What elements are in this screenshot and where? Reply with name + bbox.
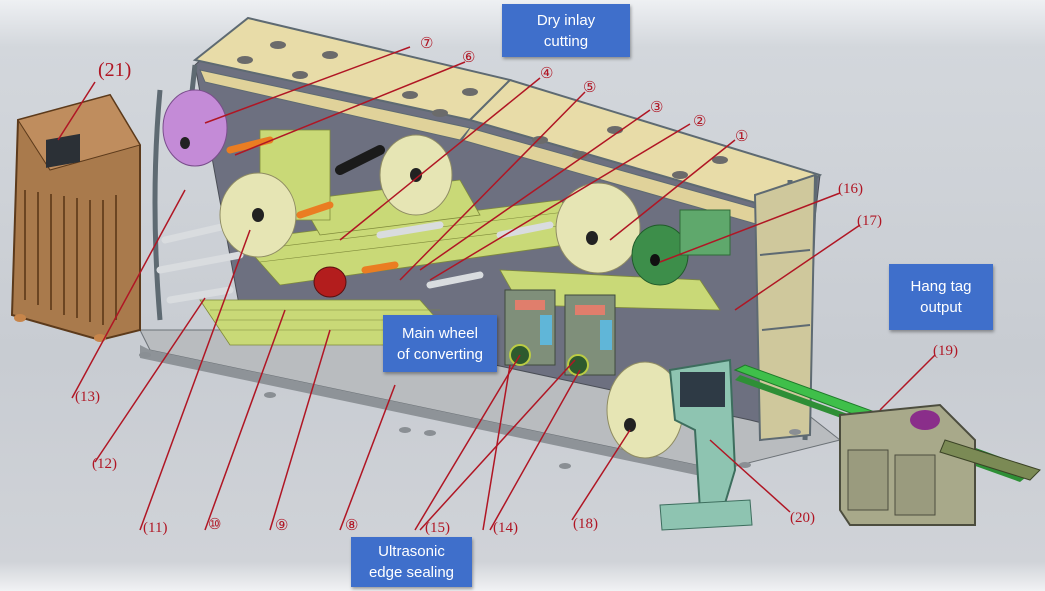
part-label-17: (17) [857, 213, 882, 229]
part-label-14: (14) [493, 520, 518, 536]
output-cabinet [839, 403, 976, 526]
part-label-12: (12) [92, 456, 117, 472]
control-cabinet [10, 93, 141, 342]
part-label-7: ⑦ [420, 36, 433, 52]
leader-lines [57, 46, 936, 531]
part-label-1: ① [735, 129, 748, 145]
part-label-21: (21) [98, 59, 131, 81]
part-label-2: ② [693, 114, 706, 130]
part-label-19: (19) [933, 343, 958, 359]
part-label-20: (20) [790, 510, 815, 526]
part-label-15: (15) [425, 520, 450, 536]
part-label-10: ⑩ [208, 517, 221, 533]
part-label-16: (16) [838, 181, 863, 197]
part-label-6: ⑥ [462, 50, 475, 66]
part-label-3: ③ [650, 100, 663, 116]
part-label-9: ⑨ [275, 518, 288, 534]
hmi-panel [659, 358, 753, 531]
callout-dry-inlay-cutting: Dry inlay cutting [502, 4, 630, 57]
callout-main-wheel: Main wheel of converting [383, 315, 497, 372]
material-rolls [162, 89, 689, 459]
callout-hang-tag-output: Hang tag output [889, 264, 993, 330]
part-label-13: (13) [75, 389, 100, 405]
part-label-5: ⑤ [583, 80, 596, 96]
part-label-11: (11) [143, 520, 167, 536]
callout-ultrasonic-edge-sealing: Ultrasonic edge sealing [351, 537, 472, 587]
part-label-8: ⑧ [345, 518, 358, 534]
part-label-18: (18) [573, 516, 598, 532]
part-label-4: ④ [540, 66, 553, 82]
